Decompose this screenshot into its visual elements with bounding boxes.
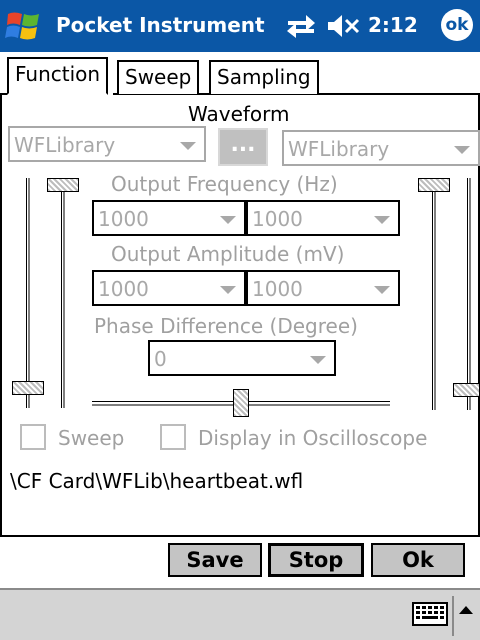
phase-value: 0 [154,347,167,371]
amplitude-right-value: 1000 [252,277,303,301]
waveform-label: Waveform [188,102,290,126]
tab-function[interactable]: Function [7,57,109,95]
menu-bar-separator [452,596,454,636]
tab-strip-divider-right [113,93,480,95]
amplitude-right-select[interactable]: 1000 [246,270,400,306]
up-arrow-icon[interactable] [459,606,473,614]
amplitude-label: Output Amplitude (mV) [111,242,345,266]
windows-flag-icon[interactable] [4,6,44,46]
oscilloscope-checkbox-label: Display in Oscilloscope [198,426,428,450]
waveform-left-value: WFLibrary [14,133,116,157]
phase-label: Phase Difference (Degree) [94,314,358,338]
menu-bar [0,588,480,640]
right-outer-slider-thumb[interactable] [453,383,480,397]
panel-border [478,93,480,537]
chevron-down-icon [454,146,470,154]
chevron-down-icon [310,356,326,364]
tab-sampling[interactable]: Sampling [209,60,319,94]
chevron-down-icon [220,286,236,294]
amplitude-left-value: 1000 [98,277,149,301]
file-path: \CF Card\WFLib\heartbeat.wfl [10,469,304,493]
speaker-muted-icon[interactable] [326,12,360,40]
left-outer-slider-thumb[interactable] [12,381,44,395]
right-inner-slider-track[interactable] [432,178,436,410]
tab-sampling-label: Sampling [217,65,311,89]
title-ok-button[interactable]: ok [441,9,473,41]
frequency-right-select[interactable]: 1000 [246,200,400,236]
chevron-down-icon [220,216,236,224]
chevron-down-icon [374,286,390,294]
clock[interactable]: 2:12 [368,13,418,37]
sweep-checkbox-label: Sweep [58,426,125,450]
frequency-right-value: 1000 [252,207,303,231]
phase-select[interactable]: 0 [148,340,336,376]
keyboard-icon[interactable] [412,602,448,626]
left-outer-slider-track[interactable] [26,178,30,408]
panel-border [0,535,480,537]
right-outer-slider-track[interactable] [467,178,471,410]
tab-strip-divider [0,93,7,95]
tab-function-label: Function [15,62,101,86]
chevron-down-icon [374,216,390,224]
panel-border [0,93,2,537]
left-inner-slider-track[interactable] [61,178,65,408]
phase-slider-thumb[interactable] [233,389,249,417]
stop-button[interactable]: Stop [268,543,364,577]
frequency-left-value: 1000 [98,207,149,231]
amplitude-left-select[interactable]: 1000 [92,270,246,306]
frequency-label: Output Frequency (Hz) [111,172,338,196]
connectivity-arrows-icon[interactable] [286,12,316,40]
waveform-right-select[interactable]: WFLibrary [282,130,480,166]
frequency-left-select[interactable]: 1000 [92,200,246,236]
tab-sweep[interactable]: Sweep [117,60,200,94]
browse-waveform-button[interactable]: ... [218,128,268,166]
sweep-checkbox[interactable] [20,424,46,450]
title-bar: Pocket Instrument 2:12 ok [0,0,480,52]
waveform-right-value: WFLibrary [288,137,390,161]
ok-button[interactable]: Ok [371,543,465,577]
left-inner-slider-thumb[interactable] [47,178,79,192]
right-inner-slider-thumb[interactable] [418,178,450,192]
chevron-down-icon [180,142,196,150]
waveform-left-select[interactable]: WFLibrary [8,126,206,162]
save-button[interactable]: Save [168,543,262,577]
app-title: Pocket Instrument [56,13,265,37]
tab-sweep-label: Sweep [125,65,192,89]
oscilloscope-checkbox[interactable] [160,424,186,450]
